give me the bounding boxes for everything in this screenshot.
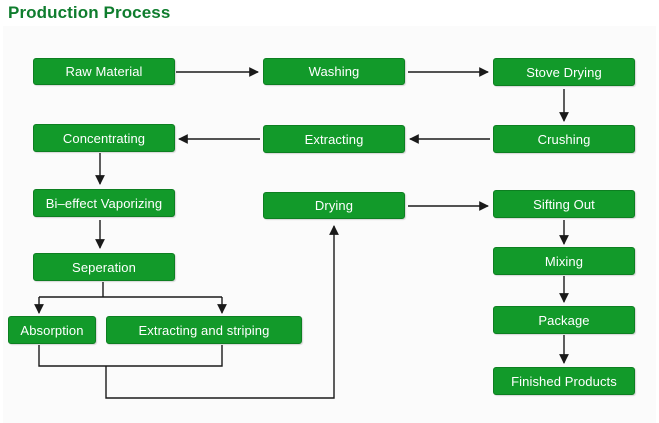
step-extracting: Extracting <box>263 125 405 153</box>
step-washing: Washing <box>263 58 405 85</box>
diagram-panel <box>3 26 656 423</box>
step-finished-products: Finished Products <box>493 367 635 395</box>
step-package: Package <box>493 306 635 334</box>
step-sifting-out: Sifting Out <box>493 190 635 218</box>
step-crushing: Crushing <box>493 125 635 153</box>
step-stove-drying: Stove Drying <box>493 58 635 86</box>
diagram-title: Production Process <box>8 3 171 22</box>
step-raw-material: Raw Material <box>33 58 175 85</box>
step-extracting-and-striping: Extracting and striping <box>106 316 302 344</box>
connector-absorption-striping-join <box>38 345 223 367</box>
step-drying: Drying <box>263 192 405 219</box>
arrow-join-to-drying <box>105 225 339 399</box>
step-absorption: Absorption <box>8 316 96 344</box>
step-mixing: Mixing <box>493 247 635 275</box>
step-seperation: Seperation <box>33 253 175 281</box>
step-bi-effect-vaporizing: Bi–effect Vaporizing <box>33 189 175 217</box>
step-concentrating: Concentrating <box>33 124 175 152</box>
